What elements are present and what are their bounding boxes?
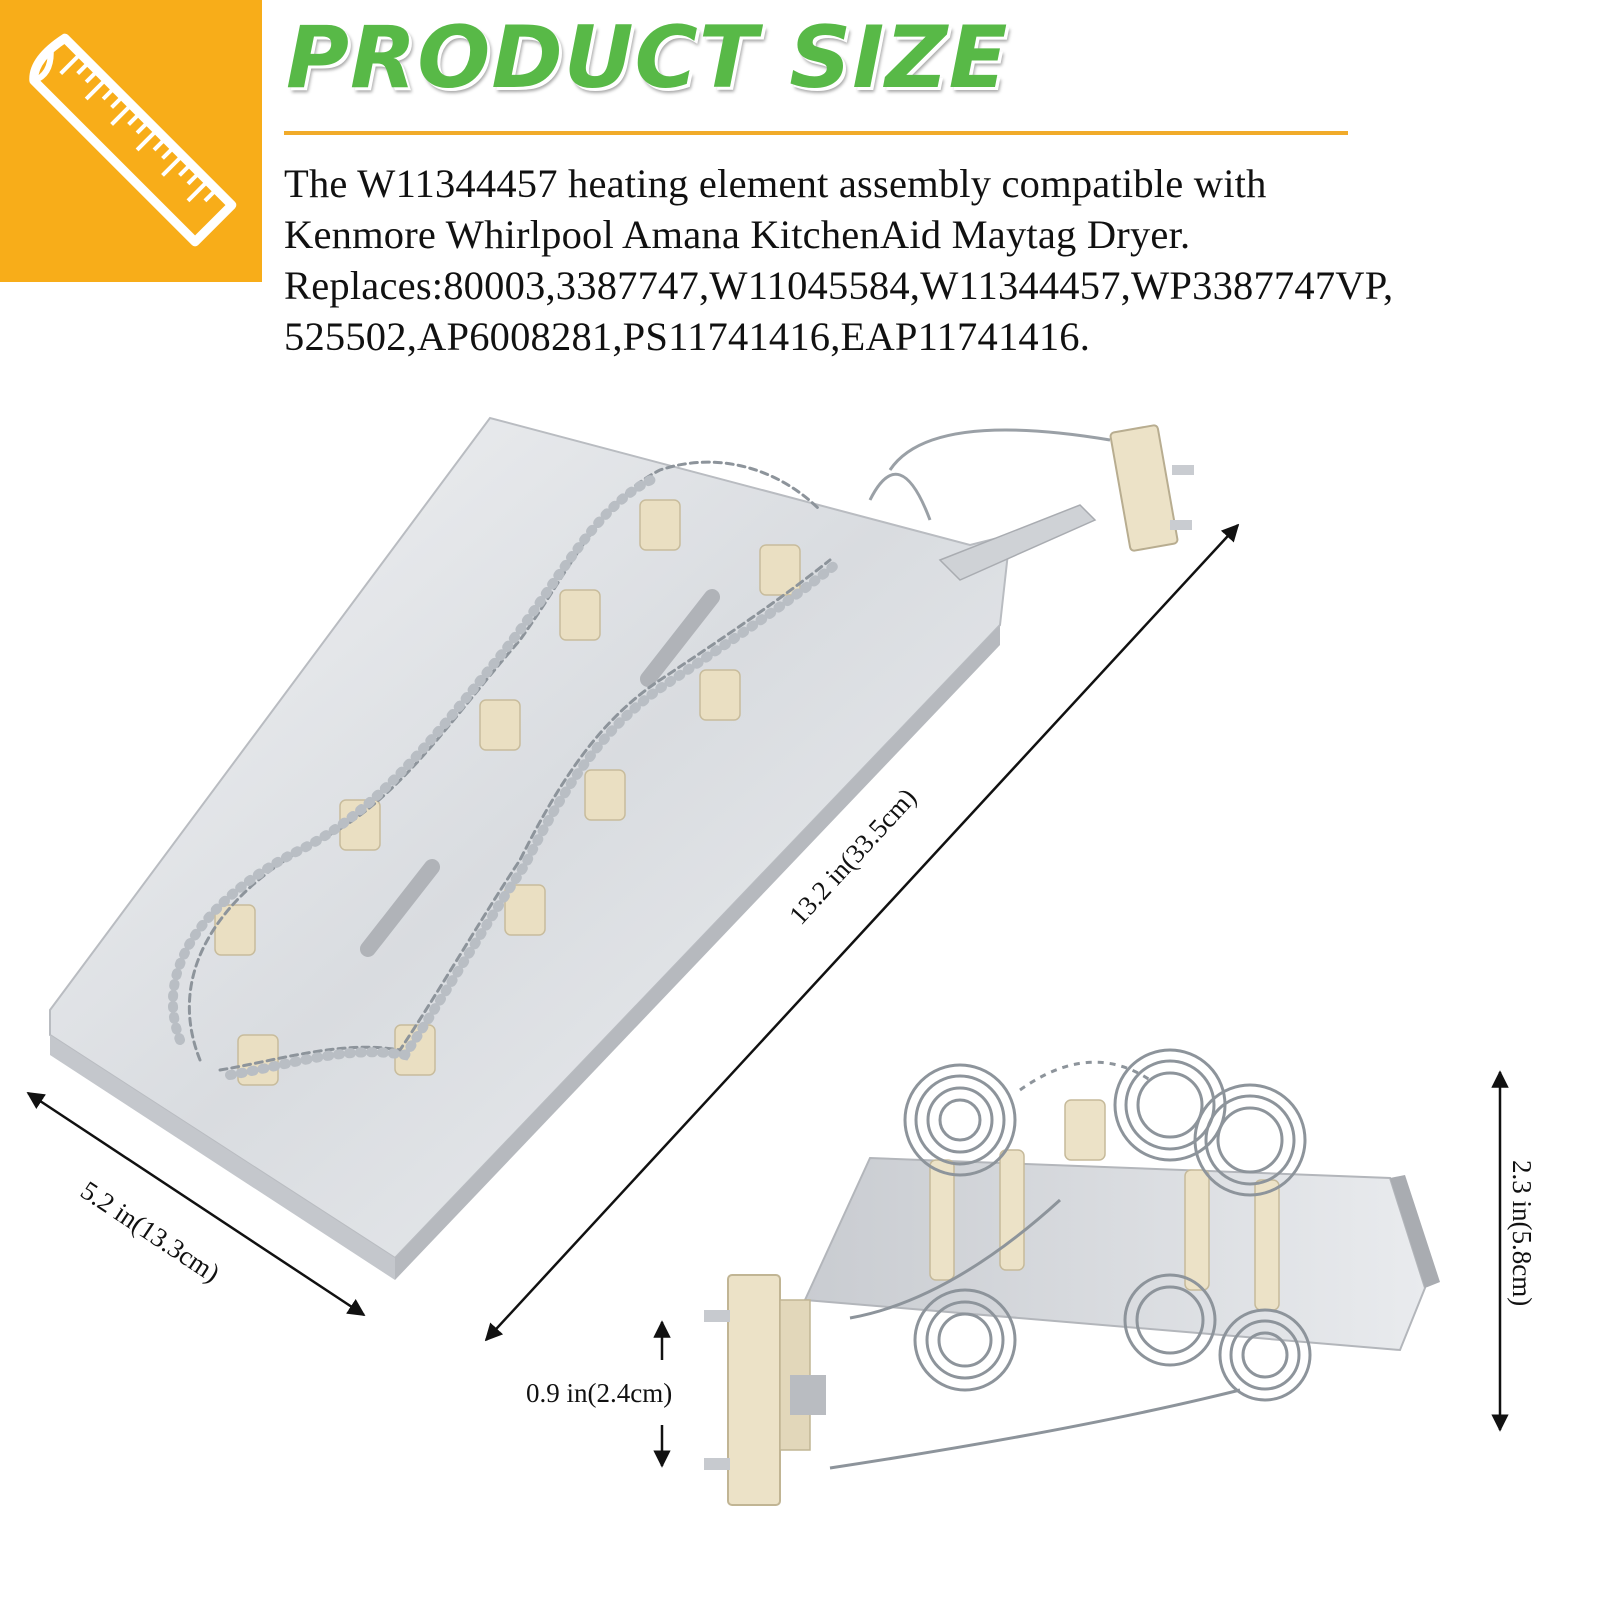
page-title: PRODUCT SIZE bbox=[286, 8, 1009, 108]
ruler-icon bbox=[29, 33, 237, 247]
heating-element-top-view bbox=[49, 416, 1194, 1280]
title-divider bbox=[284, 131, 1348, 135]
header-badge bbox=[0, 0, 262, 282]
heating-element-side-view bbox=[704, 1048, 1440, 1506]
height-label: 2.3 in(5.8cm) bbox=[1507, 1160, 1537, 1307]
description-line: 525502,AP6008281,PS11741416,EAP11741416. bbox=[284, 314, 1091, 359]
length-arrow bbox=[484, 523, 1240, 1342]
description-line: Kenmore Whirlpool Amana KitchenAid Mayta… bbox=[284, 212, 1191, 257]
product-description: The W11344457 heating element assembly c… bbox=[284, 158, 1584, 362]
width-arrow bbox=[26, 1091, 366, 1317]
description-line: Replaces:80003,3387747,W11045584,W113444… bbox=[284, 263, 1394, 308]
terminal-label: 0.9 in(2.4cm) bbox=[526, 1378, 673, 1408]
description-line: The W11344457 heating element assembly c… bbox=[284, 161, 1267, 206]
